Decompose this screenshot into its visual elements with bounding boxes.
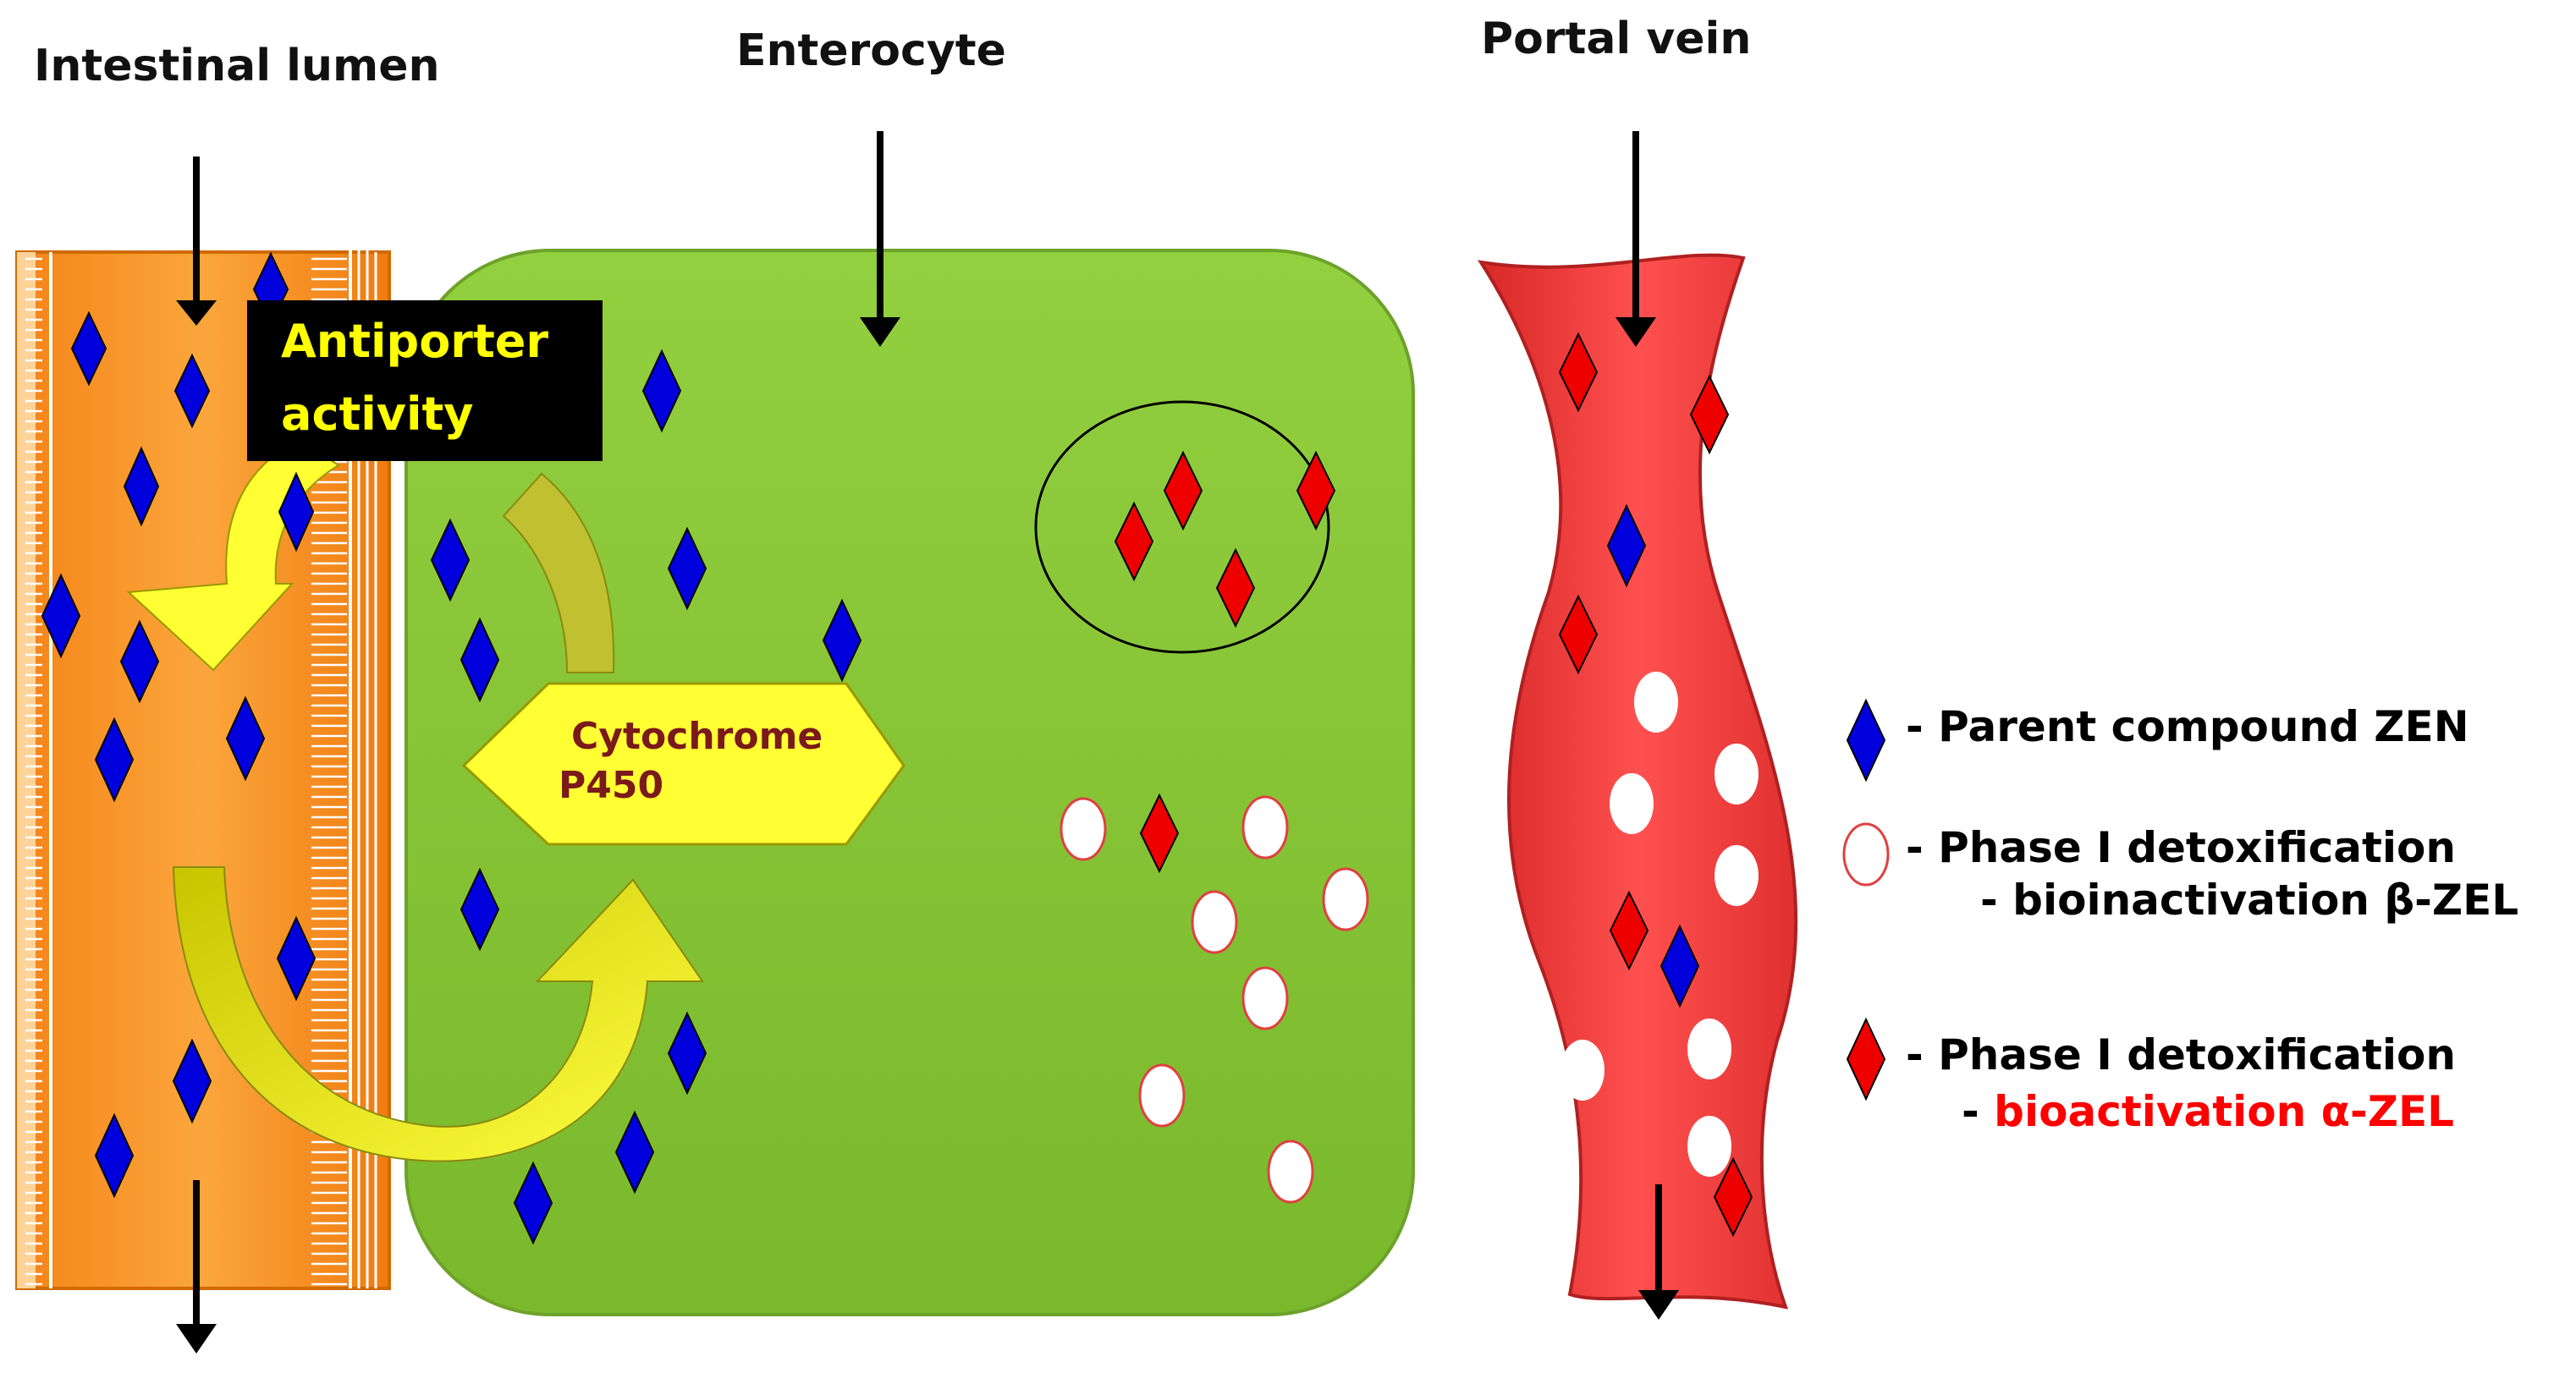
zen-diamond <box>460 617 500 703</box>
zen-diamond <box>667 526 707 611</box>
zen-diamond <box>276 915 316 1002</box>
alpha-zel-diamond <box>1296 450 1336 531</box>
legend-white-oval <box>1842 822 1890 887</box>
legend-parent-zen: - Parent compound ZEN <box>1906 702 2469 751</box>
zen-diamond <box>641 349 682 433</box>
beta-zel-ovals <box>1060 795 1369 1204</box>
legend-red-diamond <box>1846 1017 1886 1101</box>
zen-diamond <box>94 1112 135 1199</box>
legend-phase1-alpha-line2: - bioactivation α-ZEL <box>1962 1087 2454 1136</box>
zen-diamond <box>123 446 160 527</box>
legend-phase1-alpha-line1: - Phase I detoxification <box>1906 1030 2456 1079</box>
legend-blue-diamond <box>1846 698 1886 783</box>
cytochrome-p450-hexagon <box>461 682 905 846</box>
vesicle-circle <box>1034 400 1330 654</box>
legend-alpha-red-text: bioactivation α-ZEL <box>1994 1087 2454 1136</box>
cytochrome-p450-label: Cytochrome P450 <box>559 712 863 810</box>
antiporter-activity-box: Antiporter activity <box>247 300 603 461</box>
alpha-zel-diamond <box>1713 1156 1753 1238</box>
zen-diamond <box>822 598 862 683</box>
zen-diamond <box>667 1011 707 1096</box>
zen-diamond <box>430 518 471 602</box>
beta-zel-oval <box>1191 890 1238 954</box>
legend-symbols <box>1842 698 1890 1101</box>
alpha-zel-diamond <box>1215 547 1256 629</box>
cyp-line2: P450 <box>559 764 664 807</box>
beta-zel-oval <box>1715 845 1759 906</box>
beta-zel-oval <box>1533 1161 1577 1222</box>
zen-diamond <box>225 695 266 782</box>
zen-diamond <box>119 619 160 704</box>
legend-phase1-beta-line2: - bioinactivation β-ZEL <box>1980 876 2519 925</box>
legend-alpha-prefix: - <box>1962 1087 1995 1136</box>
portal-beta-zel-ovals <box>1533 672 1759 1222</box>
header-portal-vein: Portal vein <box>1481 14 1752 64</box>
beta-zel-oval <box>1241 795 1289 859</box>
legend-phase1-beta-line1: - Phase I detoxification <box>1906 823 2456 872</box>
beta-zel-oval <box>1322 867 1369 931</box>
beta-zel-oval <box>1560 1040 1604 1101</box>
antiporter-line2: activity <box>281 387 474 441</box>
beta-zel-oval <box>1687 1116 1731 1177</box>
uptake-curved-arrow <box>172 866 704 1162</box>
zen-diamond <box>172 1038 212 1124</box>
zen-diamond <box>173 353 211 429</box>
beta-zel-oval <box>1610 773 1654 834</box>
header-enterocyte: Enterocyte <box>736 25 1006 76</box>
beta-zel-oval <box>1687 1019 1731 1079</box>
antiporter-line1: Antiporter <box>281 315 549 368</box>
alpha-zel-diamond <box>1558 332 1599 413</box>
enterocyte-cell <box>405 249 1415 1316</box>
beta-zel-oval <box>1634 672 1678 733</box>
zen-diamond <box>1606 503 1647 588</box>
beta-zel-oval <box>1715 744 1759 805</box>
alpha-zel-diamond <box>1163 450 1203 531</box>
alpha-zel-diamond <box>1114 501 1154 582</box>
zen-diamond <box>41 573 81 659</box>
zen-diamond <box>460 867 500 952</box>
flow-arrows <box>176 131 1679 1354</box>
cyp-return-arrow <box>502 472 615 673</box>
alpha-zel-diamond <box>1609 890 1649 971</box>
zen-diamond <box>513 1161 553 1245</box>
header-intestinal-lumen: Intestinal lumen <box>34 41 440 91</box>
alpha-zel-diamonds <box>1114 332 1753 1238</box>
beta-zel-oval <box>1060 797 1107 861</box>
zen-diamond <box>614 1110 655 1195</box>
alpha-zel-diamond <box>1558 594 1599 675</box>
zen-diamond <box>278 471 315 552</box>
beta-zel-oval <box>1241 966 1289 1030</box>
zen-diamond <box>1660 924 1700 1008</box>
zen-diamond <box>94 717 135 803</box>
beta-zel-oval <box>1267 1140 1314 1204</box>
alpha-zel-diamond <box>1689 374 1730 455</box>
alpha-zel-diamond <box>1139 793 1180 874</box>
cyp-line1: Cytochrome <box>571 715 823 758</box>
zen-diamond <box>70 310 107 387</box>
beta-zel-oval <box>1138 1063 1186 1128</box>
